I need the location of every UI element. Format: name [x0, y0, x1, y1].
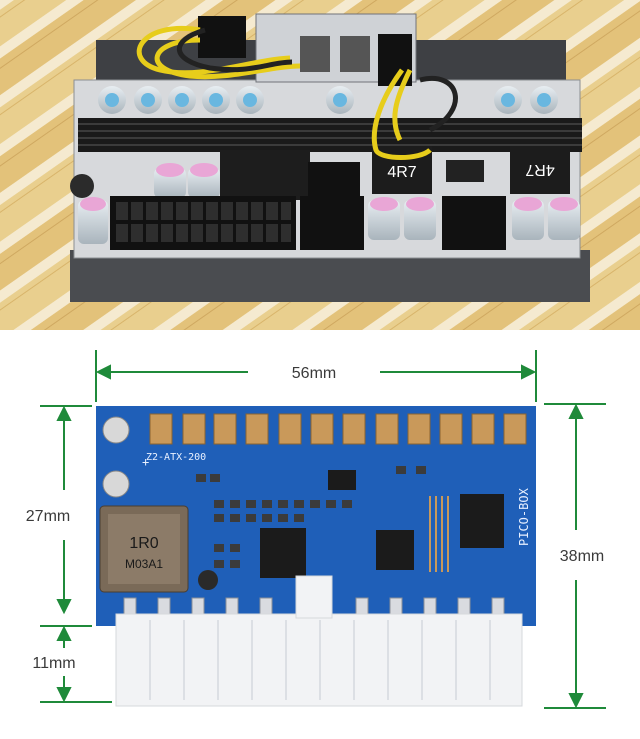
transistor — [198, 570, 218, 590]
usb-port-1 — [300, 36, 330, 72]
plus-sign: + — [142, 455, 149, 469]
bottom-photo: + Z2-ATX-200 PICO-BOX 1R0 M03A1 — [0, 336, 640, 739]
center-heatsink — [220, 150, 310, 200]
smd-resistors — [196, 466, 426, 568]
pcb-traces — [429, 496, 449, 572]
inductor-left-label: 4R7 — [387, 164, 416, 181]
atx-latch — [295, 575, 333, 619]
inductor-right-label: 4R7 — [525, 161, 554, 178]
connector-dimension-label: 11mm — [32, 655, 75, 672]
6pin-connector — [442, 196, 506, 250]
capacitor-row-bottom — [70, 163, 580, 244]
right-height-dimension-label: 38mm — [560, 548, 604, 565]
left-height-dimension-label: 27mm — [26, 508, 70, 525]
solder-pads-top — [149, 413, 527, 445]
inductor-right — [510, 146, 570, 194]
board-brand-label: PICO-BOX — [517, 487, 531, 546]
inductor-line1: 1R0 — [129, 535, 158, 552]
4pin-connector — [308, 162, 360, 196]
yellow-wires — [136, 26, 432, 160]
usb-port-2 — [340, 36, 370, 72]
divider — [0, 330, 640, 336]
heatsink-fins — [78, 123, 582, 146]
inductor-line2: M03A1 — [125, 557, 163, 571]
small-ic — [328, 470, 356, 490]
mounting-hole-1 — [102, 416, 130, 444]
dimension-lines — [40, 350, 606, 709]
mounting-plate — [70, 250, 590, 302]
mosfet-chip — [260, 528, 306, 578]
inductor-core — [108, 514, 180, 584]
top-photo: 4R7 4R7 — [0, 0, 640, 330]
board-model-label: Z2-ATX-200 — [146, 452, 206, 463]
regulator-chip — [460, 494, 504, 548]
header-connector-left — [198, 16, 246, 58]
controller-chip-top — [446, 160, 484, 182]
black-wires — [176, 27, 458, 133]
width-dimension-label: 56mm — [292, 365, 336, 382]
capacitor-row-top — [98, 86, 558, 114]
atx-connector-ribs — [149, 620, 491, 700]
8pin-connector — [300, 196, 364, 250]
atx-pins — [116, 202, 291, 242]
controller-chip — [376, 530, 414, 570]
mounting-hole-2 — [102, 470, 130, 498]
